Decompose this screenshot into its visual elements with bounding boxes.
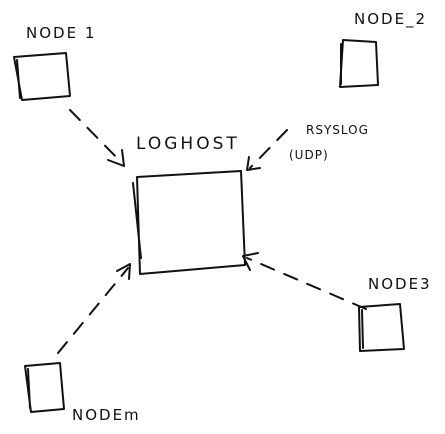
arrow-head: [116, 263, 131, 280]
node-1: NODE 1: [13, 24, 96, 101]
loghost-box: [132, 170, 246, 275]
node-m-box: [24, 362, 65, 413]
node-2-box: [339, 39, 379, 88]
arrow-line: [249, 129, 288, 169]
arrow-head: [246, 156, 261, 171]
arrow-node3-to-loghost: [242, 252, 367, 310]
transport-label: (UDP): [289, 148, 329, 162]
arrow-line: [246, 257, 367, 310]
arrow-node2-to-loghost: [246, 129, 288, 171]
arrow-line: [57, 267, 129, 354]
node-m-label: NODEm: [72, 406, 141, 424]
arrow-head: [242, 252, 259, 271]
arrow-line: [69, 109, 123, 164]
arrow-nodem-to-loghost: [57, 263, 131, 354]
arrow-node1-to-loghost: [69, 109, 125, 167]
loghost-label: LOGHOST: [136, 134, 240, 154]
node-1-label: NODE 1: [26, 24, 96, 42]
node-1-box: [13, 52, 71, 101]
node-2: NODE_2: [339, 10, 427, 88]
arrow-head: [107, 149, 125, 167]
node-m: NODEm: [24, 362, 141, 424]
node-3-box: [358, 303, 405, 352]
protocol-label: RSYSLOG: [306, 123, 369, 137]
loghost: LOGHOST: [132, 134, 246, 275]
node-3-label: NODE3: [368, 275, 432, 293]
node-3: NODE3: [358, 275, 432, 352]
node-2-label: NODE_2: [354, 10, 427, 29]
protocol-annotation: RSYSLOG (UDP): [289, 123, 369, 162]
